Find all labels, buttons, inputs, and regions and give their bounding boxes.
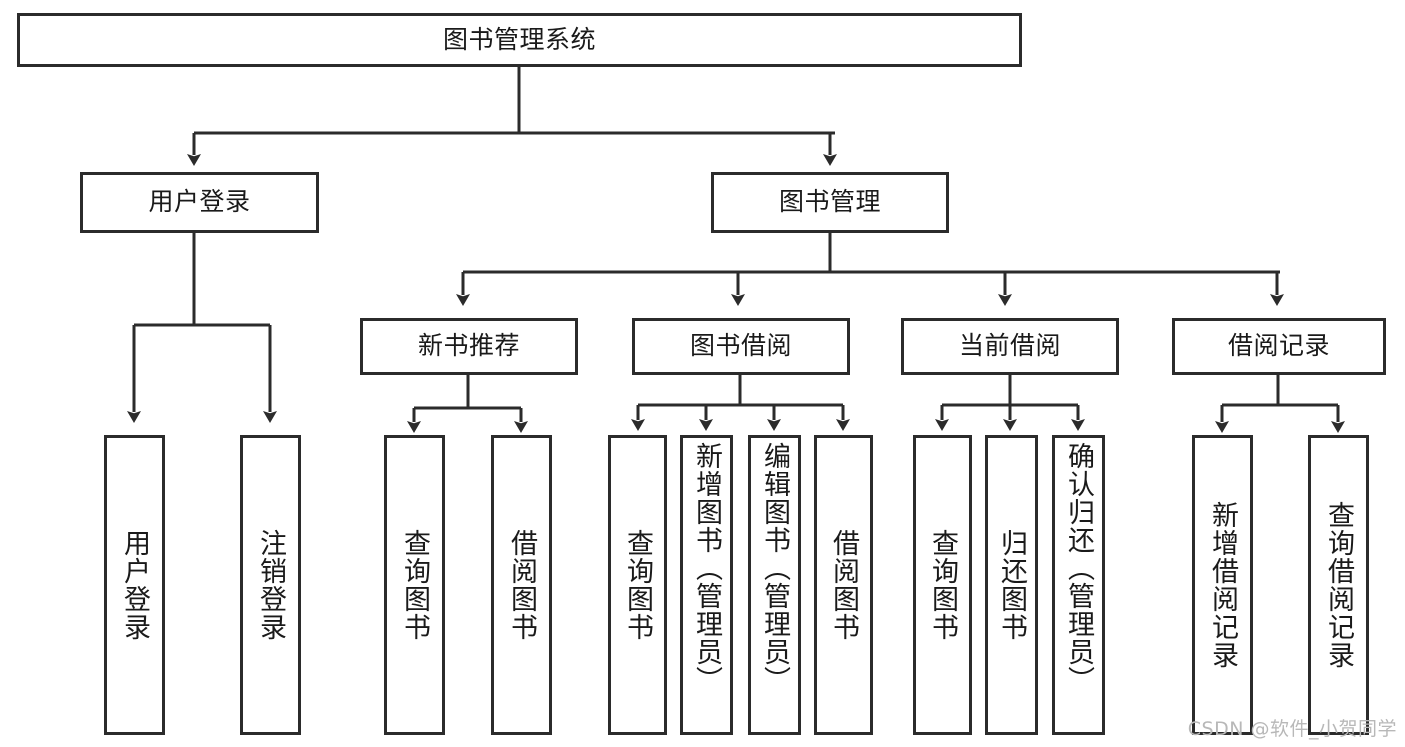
node-book-management[interactable]: 图书管理 [711, 172, 949, 233]
node-label: 新增图书（管理员） [691, 442, 722, 694]
watermark-text: CSDN @软件_小贺同学 [1187, 718, 1397, 740]
leaf-query-book-borrow[interactable]: 查询图书 [608, 435, 667, 735]
node-label: 用户登录 [119, 529, 150, 641]
leaf-user-login[interactable]: 用户登录 [104, 435, 165, 735]
node-label: 用户登录 [148, 187, 251, 217]
leaf-add-borrow-record[interactable]: 新增借阅记录 [1192, 435, 1253, 735]
node-borrow-record[interactable]: 借阅记录 [1172, 318, 1386, 375]
leaf-confirm-return-admin[interactable]: 确认归还（管理员） [1052, 435, 1105, 735]
node-label: 归还图书 [996, 529, 1027, 641]
node-label: 借阅记录 [1227, 331, 1330, 361]
node-label: 确认归还（管理员） [1063, 442, 1094, 694]
leaf-query-book-current[interactable]: 查询图书 [913, 435, 972, 735]
node-label: 注销登录 [255, 529, 286, 641]
node-label: 当前借阅 [958, 331, 1061, 361]
node-label: 新增借阅记录 [1207, 501, 1238, 669]
leaf-return-book[interactable]: 归还图书 [985, 435, 1038, 735]
node-label: 查询图书 [622, 529, 653, 641]
node-book-borrow[interactable]: 图书借阅 [632, 318, 850, 375]
leaf-logout[interactable]: 注销登录 [240, 435, 301, 735]
node-current-borrow[interactable]: 当前借阅 [901, 318, 1119, 375]
leaf-query-book-recommend[interactable]: 查询图书 [384, 435, 445, 735]
node-new-book-recommend[interactable]: 新书推荐 [360, 318, 578, 375]
leaf-query-borrow-record[interactable]: 查询借阅记录 [1308, 435, 1369, 735]
node-label: 新书推荐 [417, 331, 520, 361]
leaf-borrow-book[interactable]: 借阅图书 [814, 435, 873, 735]
node-label: 借阅图书 [828, 529, 859, 641]
node-label: 查询借阅记录 [1323, 501, 1354, 669]
leaf-borrow-book-recommend[interactable]: 借阅图书 [491, 435, 552, 735]
node-label: 编辑图书（管理员） [759, 442, 790, 694]
node-label: 图书借阅 [689, 331, 792, 361]
node-user-login[interactable]: 用户登录 [80, 172, 319, 233]
node-root-system[interactable]: 图书管理系统 [17, 13, 1022, 67]
leaf-edit-book-admin[interactable]: 编辑图书（管理员） [748, 435, 801, 735]
node-label: 图书管理系统 [442, 24, 596, 54]
node-label: 查询图书 [927, 529, 958, 641]
leaf-add-book-admin[interactable]: 新增图书（管理员） [680, 435, 733, 735]
node-label: 查询图书 [399, 529, 430, 641]
node-label: 图书管理 [778, 187, 881, 217]
node-label: 借阅图书 [506, 529, 537, 641]
